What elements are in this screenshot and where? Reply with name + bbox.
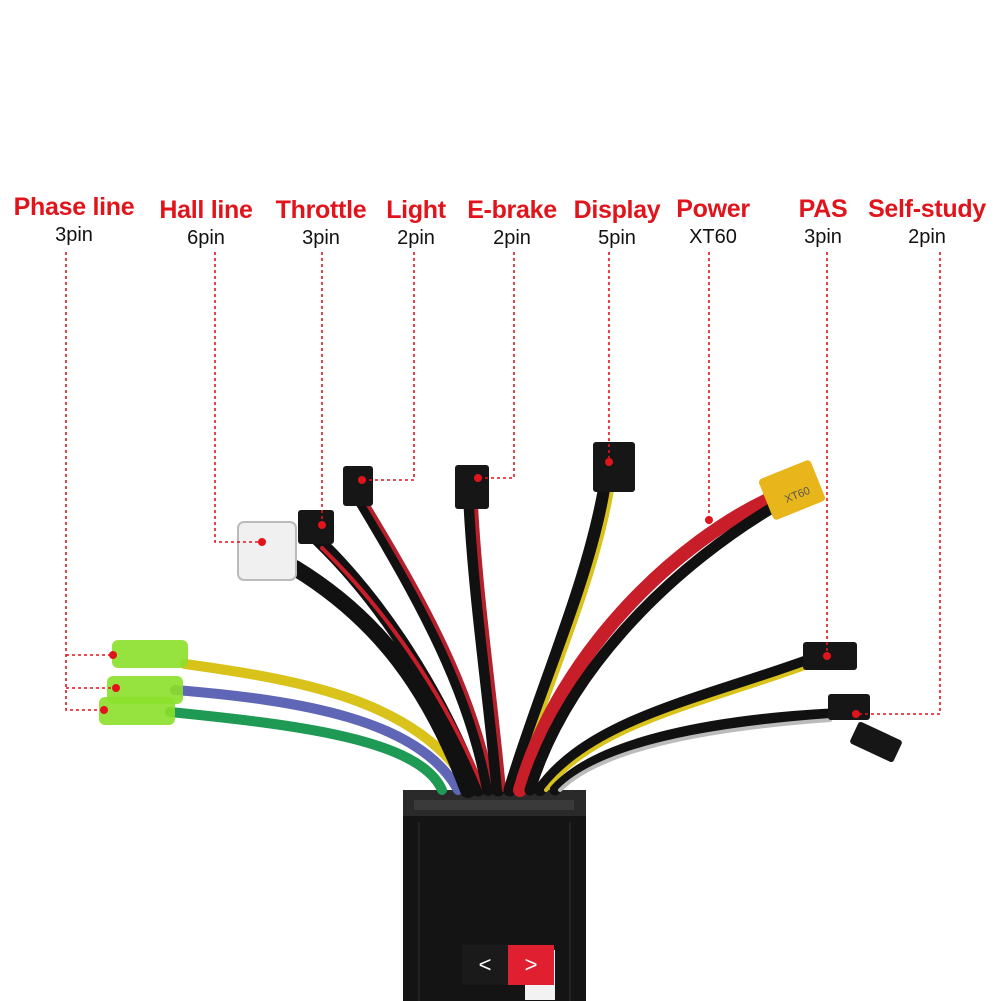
label-e-brake: E-brake 2pin xyxy=(442,196,582,249)
self-study-connector xyxy=(828,694,902,763)
phase-connectors xyxy=(99,640,188,725)
previous-image-button[interactable]: < xyxy=(462,945,508,985)
connector-name: Throttle xyxy=(275,196,367,224)
cable-bundle xyxy=(165,473,836,798)
display-connector xyxy=(593,442,635,492)
connector-name: PAS xyxy=(798,195,848,223)
connector-spec: 6pin xyxy=(187,227,225,249)
label-pas: PAS 3pin xyxy=(753,195,893,248)
leader-lines xyxy=(65,252,941,715)
connector-spec: 5pin xyxy=(598,227,636,249)
connector-name: Self-study xyxy=(868,195,986,223)
label-power: Power XT60 xyxy=(643,195,783,248)
connector-name: Light xyxy=(386,196,446,224)
label-hall-line: Hall line 6pin xyxy=(136,196,276,249)
connector-name: E-brake xyxy=(467,196,557,224)
connector-spec: 2pin xyxy=(908,226,946,248)
label-self-study: Self-study 2pin xyxy=(857,195,997,248)
label-throttle: Throttle 3pin xyxy=(251,196,391,249)
connector-spec: 3pin xyxy=(55,224,93,246)
e-brake-connector xyxy=(455,465,489,509)
throttle-connector xyxy=(298,510,334,544)
leader-dots xyxy=(100,458,860,718)
connector-spec: 3pin xyxy=(804,226,842,248)
connector-spec: 2pin xyxy=(493,227,531,249)
label-display: Display 5pin xyxy=(547,196,687,249)
label-light: Light 2pin xyxy=(346,196,486,249)
connector-spec: 3pin xyxy=(302,227,340,249)
connector-name: Power xyxy=(676,195,750,223)
connector-name: Display xyxy=(573,196,661,224)
light-connector xyxy=(343,466,373,506)
connector-spec: 2pin xyxy=(397,227,435,249)
next-image-button[interactable]: > xyxy=(508,945,554,985)
connector-name: Phase line xyxy=(13,193,135,221)
connector-name: Hall line xyxy=(159,196,253,224)
xt60-connector: XT60 xyxy=(759,460,825,520)
connector-spec: XT60 xyxy=(689,226,737,248)
label-phase-line: Phase line 3pin xyxy=(4,193,144,246)
hall-connector xyxy=(237,521,297,581)
